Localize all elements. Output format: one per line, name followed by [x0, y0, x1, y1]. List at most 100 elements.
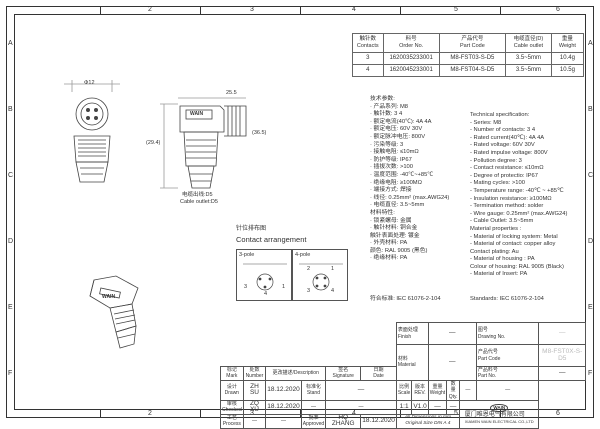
zone-side-a-right: A: [588, 40, 593, 47]
pole3-label: 3-pole: [239, 252, 255, 258]
spec-en-line: - Pollution degree: 3: [470, 157, 522, 164]
part-no-value: —: [538, 366, 586, 381]
spec-cn-line: · 锁紧螺母: 金属: [370, 217, 412, 224]
checked-date: 18.12.2020: [265, 400, 302, 415]
spec-en-line: - Rated current(40℃): 4A 4A: [470, 134, 545, 141]
blank-value: —: [265, 413, 302, 429]
spec-en-line: - Temperature range: -40℃ ~ +85℃: [470, 187, 564, 194]
scale-value: 1:1: [395, 400, 413, 415]
spec-en-line: - Insulation resistance: ≥100MΩ: [470, 195, 552, 202]
pin-number: 1: [331, 266, 335, 272]
zone-bottom-2: 2: [148, 410, 152, 417]
cell-weight: 10.4g: [550, 52, 585, 65]
pole4-label: 4-pole: [295, 252, 311, 258]
dim-width: 25.5: [226, 90, 237, 96]
spec-en-line: - Cable Outlet: 3.5~5mm: [470, 218, 534, 225]
spec-cn-line: 触针表面处理: 镀金: [370, 232, 420, 239]
pole3-pins-drawing: [243, 263, 287, 291]
dim-length: (29.4): [146, 140, 161, 146]
spec-cn-line: · 绝缘电阻: ≥100MΩ: [370, 179, 422, 186]
zone-side-a: A: [8, 40, 13, 47]
spec-en-title: Technical specification:: [470, 112, 530, 118]
spec-cn-line: · 额定电压: 60V 30V: [370, 126, 423, 133]
spec-cn-line: · 插拔次数: >100: [370, 164, 414, 171]
cell-cable-outlet: 3.5~5mm: [505, 52, 552, 65]
header-cable-outlet: 电缆直径(D)Cable outlet: [505, 33, 552, 53]
pole3-box: 3-pole 3 4 1: [236, 249, 292, 301]
drawing-no-value: —: [538, 322, 586, 345]
blank-value: —: [458, 379, 477, 402]
company-cell: WAIN 厦门唯恩电气有限公司 XIAMEN WAIN ELECTRICAL C…: [458, 400, 540, 429]
company-logo: WAIN: [490, 403, 509, 413]
pole4-box: 4-pole 2 1 3 4: [292, 249, 348, 301]
spec-cn-line: · 额定脉冲电压: 800V: [370, 133, 426, 140]
zone-top-6: 6: [556, 6, 560, 13]
rev-value: V1.0: [411, 400, 429, 415]
blank-value: —: [325, 400, 397, 415]
spec-cn-line: · 触针材料: 铜合金: [370, 225, 418, 232]
brand-text-side: WAIN: [190, 111, 204, 117]
zone-side-c-right: C: [588, 172, 594, 179]
spec-en-block: Technical specification: - Series: M8 - …: [470, 112, 567, 279]
zone-side-d: D: [8, 238, 14, 245]
zone-side-f-right: F: [588, 370, 593, 377]
spec-en-line: - Material of housing : PA: [470, 256, 535, 263]
zone-bottom-6: 6: [556, 410, 560, 417]
spec-en-line: - Degree of protectio: IP67: [470, 172, 538, 179]
material-value: —: [427, 344, 477, 381]
zone-top-3: 3: [250, 6, 254, 13]
pin-number: 1: [282, 284, 286, 290]
pin-number: 4: [264, 291, 268, 297]
cell-contacts: 4: [352, 64, 384, 77]
spec-cn-line: · 外壳材料: PA: [370, 240, 408, 247]
spec-cn-title: 技术参数:: [370, 96, 395, 102]
description-label: 更改描述/Description: [265, 366, 327, 381]
spec-en-line: Colour of housing: RAL 9005 (Black): [470, 263, 564, 270]
spec-cn-line: 颜色: RAL 9005 (黑色): [370, 247, 428, 254]
qty-value: —: [446, 400, 460, 415]
spec-cn-block: 技术参数: · 产品系列: M8 · 触针数: 3 4 · 额定电流(40℃):…: [370, 96, 449, 263]
zone-side-e-right: E: [588, 304, 593, 311]
spec-en-line: - Wire gauge: 0.25mm² (max.AWG24): [470, 210, 568, 217]
company-name-en: XIAMEN WAIN ELECTRICAL CO.,LTD: [464, 418, 534, 424]
spec-en-line: - Rated impulse voltage: 800V: [470, 149, 548, 156]
approved-date: 18.12.2020: [360, 413, 397, 429]
spec-en-standard: Standards: IEC 61076-2-104: [470, 296, 544, 302]
spec-en-line: - Termination method: solder: [470, 203, 544, 210]
pin-number: 4: [331, 288, 335, 294]
zone-side-b: B: [8, 106, 13, 113]
cell-weight: 10.5g: [550, 64, 585, 77]
brand-text-iso: WAIN: [102, 294, 116, 300]
spec-en-line: - Series: M8: [470, 119, 502, 126]
spec-cn-line: · 端接方式: 焊接: [370, 187, 412, 194]
zone-side-e: E: [8, 304, 13, 311]
cell-order-no: 1620045233001: [382, 64, 440, 77]
drawn-by: ZH SU: [242, 379, 267, 402]
zone-side-d-right: D: [588, 238, 594, 245]
arrangement-title-en: Contact arrangement: [236, 235, 307, 244]
spec-en-line: - Number of contacts: 3 4: [470, 127, 536, 134]
spec-en-line: Contact plating: Au: [470, 248, 519, 255]
iso-view-drawing: [89, 275, 139, 349]
part-code-value: M8-FST0X-S-D5: [538, 344, 586, 367]
spec-cn-line: · 触针数: 3 4: [370, 111, 403, 118]
spec-en-line: - Material of Insert: PA: [470, 271, 528, 278]
cable-outlet-cn: 电缆出线:D5: [182, 192, 213, 198]
cell-cable-outlet: 3.5~5mm: [505, 64, 552, 77]
spec-cn-line: · 线径: 0.25mm² (max.AWG24): [370, 194, 450, 201]
zone-side-f: F: [8, 370, 13, 377]
blank-value: —: [242, 413, 267, 429]
